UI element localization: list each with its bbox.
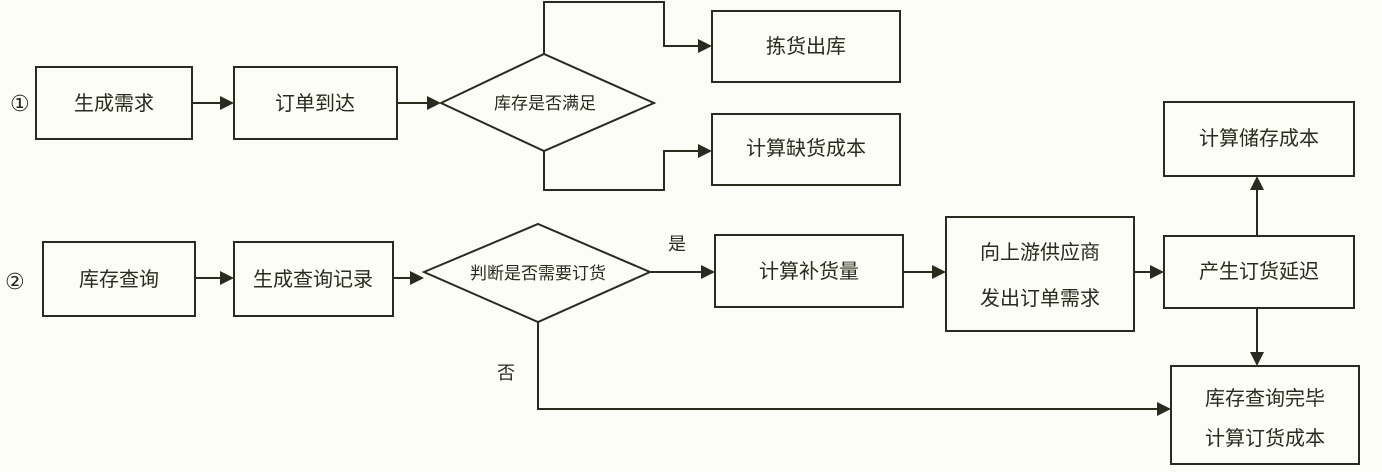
arrow-decision-no bbox=[1157, 402, 1171, 416]
node-stock-check: 库存是否满足 bbox=[438, 52, 657, 153]
node-generate-demand: 生成需求 bbox=[35, 66, 193, 140]
arrow-query-to-record bbox=[220, 271, 234, 285]
node-holding-cost-label: 计算储存成本 bbox=[1199, 126, 1319, 150]
arrow-demand-to-order bbox=[220, 96, 234, 110]
arrow-decision-yes bbox=[701, 265, 715, 279]
node-generate-demand-label: 生成需求 bbox=[74, 91, 154, 115]
node-order-arrives-label: 订单到达 bbox=[275, 91, 355, 115]
node-compute-replenishment-box bbox=[714, 234, 904, 308]
row1-marker: ① bbox=[10, 92, 30, 117]
node-holding-cost: 计算储存成本 bbox=[1163, 101, 1355, 177]
node-shortage-cost-box bbox=[711, 113, 901, 186]
node-inventory-query-box bbox=[42, 241, 196, 317]
arrow-check-to-pick bbox=[698, 39, 712, 53]
node-stock-check-label: 库存是否满足 bbox=[494, 94, 596, 114]
node-final-label-line2: 计算订货成本 bbox=[1205, 426, 1325, 450]
node-generate-demand-box bbox=[35, 66, 193, 140]
node-upstream-order-label-line1: 向上游供应商 bbox=[980, 240, 1100, 264]
node-final: 库存查询完毕 计算订货成本 bbox=[1170, 365, 1360, 465]
node-create-query-record-label: 生成查询记录 bbox=[253, 267, 373, 291]
row2-marker: ② bbox=[5, 270, 25, 295]
node-shortage-cost: 计算缺货成本 bbox=[711, 113, 901, 186]
node-upstream-order: 向上游供应商 发出订单需求 bbox=[945, 216, 1135, 332]
edge-check-to-pick bbox=[543, 1, 700, 54]
node-pick-ship-label: 拣货出库 bbox=[766, 34, 846, 58]
node-stock-check-diamond bbox=[438, 52, 657, 153]
node-final-box bbox=[1170, 365, 1360, 465]
node-upstream-order-label-line2: 发出订单需求 bbox=[980, 286, 1100, 310]
node-order-delay-label: 产生订货延迟 bbox=[1199, 259, 1319, 283]
node-pick-ship-box bbox=[711, 10, 901, 83]
yes-label: 是 bbox=[668, 234, 686, 255]
node-order-arrives: 订单到达 bbox=[233, 66, 398, 140]
node-holding-cost-box bbox=[1163, 101, 1355, 177]
no-label: 否 bbox=[497, 363, 515, 384]
node-inventory-query-label: 库存查询 bbox=[79, 267, 159, 291]
node-order-arrives-box bbox=[233, 66, 398, 140]
arrow-upstream-to-delay bbox=[1150, 265, 1164, 279]
node-shortage-cost-label: 计算缺货成本 bbox=[746, 136, 866, 160]
node-upstream-order-box bbox=[945, 216, 1135, 332]
node-order-delay-box bbox=[1163, 235, 1355, 309]
node-create-query-record-box bbox=[233, 241, 394, 317]
arrow-record-to-decision bbox=[410, 271, 424, 285]
arrow-replenish-to-upstream bbox=[932, 265, 946, 279]
arrow-delay-to-final bbox=[1250, 352, 1264, 366]
node-order-delay: 产生订货延迟 bbox=[1163, 235, 1355, 309]
edge-decision-no bbox=[537, 322, 1158, 410]
node-pick-ship: 拣货出库 bbox=[711, 10, 901, 83]
arrow-order-to-check bbox=[427, 96, 441, 110]
node-compute-replenishment-label: 计算补货量 bbox=[759, 259, 859, 283]
node-create-query-record: 生成查询记录 bbox=[233, 241, 394, 317]
arrow-check-to-shortage bbox=[698, 144, 712, 158]
arrow-delay-to-holding bbox=[1250, 176, 1264, 190]
node-compute-replenishment: 计算补货量 bbox=[714, 234, 904, 308]
edge-check-to-shortage bbox=[543, 150, 700, 191]
node-final-label-line1: 库存查询完毕 bbox=[1205, 386, 1325, 410]
node-inventory-query: 库存查询 bbox=[42, 241, 196, 317]
node-need-order-decision-label: 判断是否需要订货 bbox=[470, 264, 606, 284]
node-need-order-decision: 判断是否需要订货 bbox=[421, 222, 653, 324]
